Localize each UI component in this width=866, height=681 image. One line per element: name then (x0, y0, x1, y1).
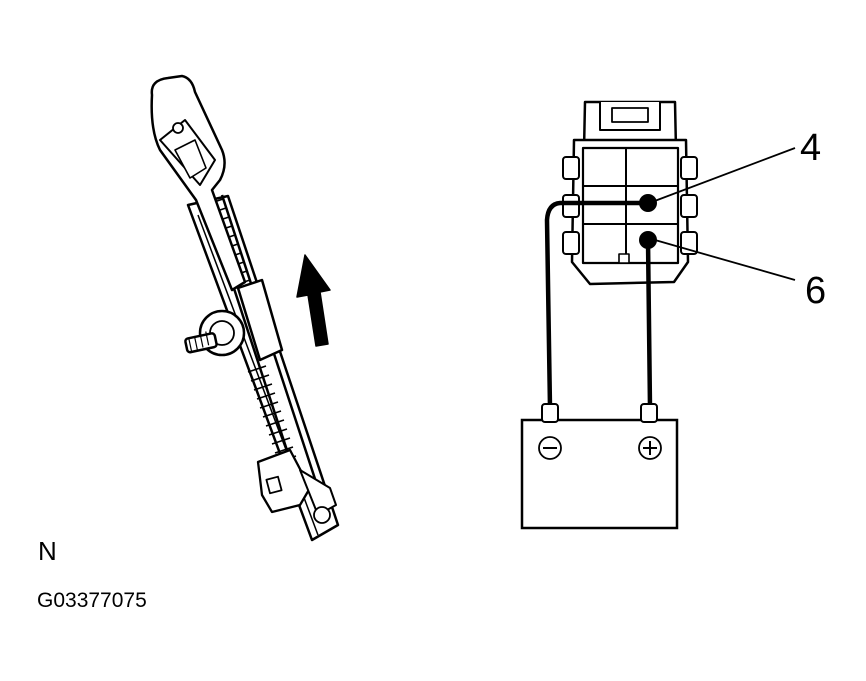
lower-clamp (256, 448, 312, 514)
leader-6 (654, 239, 796, 281)
positive-post (640, 403, 658, 423)
battery-case (520, 418, 679, 530)
adjuster-assembly (150, 74, 340, 542)
slide-bracket (236, 278, 284, 362)
pivot-bolt (184, 309, 246, 357)
battery (520, 403, 679, 530)
callout-pin-4: 4 (800, 127, 821, 169)
callout-pin-6: 6 (805, 270, 826, 312)
negative-lead (544, 200, 651, 411)
negative-post (541, 403, 559, 423)
leader-4 (651, 147, 796, 203)
connector (562, 100, 698, 286)
direction-arrow (296, 254, 331, 347)
positive-lead (645, 237, 653, 411)
figure-code: G03377075 (37, 589, 147, 612)
view-letter: N (38, 536, 57, 566)
